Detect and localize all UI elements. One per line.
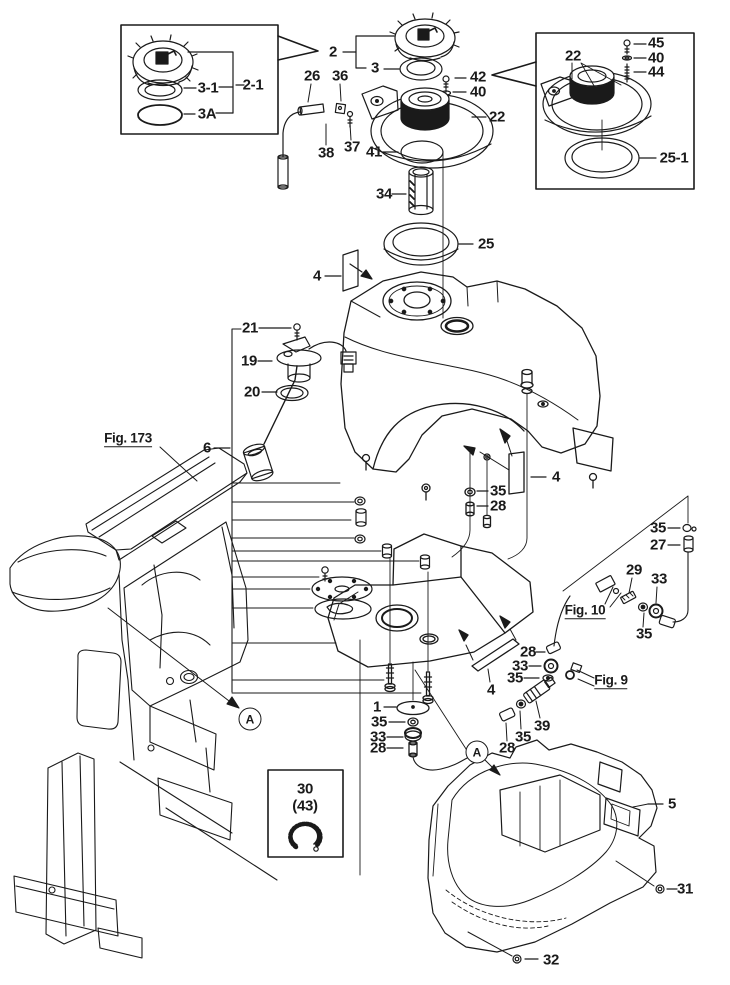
part-label-40b: 40 — [647, 49, 665, 67]
part-label-35: 35 — [489, 482, 507, 500]
part-label-35c: 35 — [635, 625, 653, 643]
part-label-22b: 22 — [564, 47, 582, 65]
fuel-valve-drawing — [499, 595, 583, 722]
part-label-33: 33 — [650, 570, 668, 588]
part-label-44: 44 — [647, 63, 665, 81]
part-label-27: 27 — [649, 536, 667, 554]
part-label-35b: 35 — [649, 519, 667, 537]
part-label-25-1: 25-1 — [659, 149, 689, 167]
part-label-20: 20 — [243, 383, 261, 401]
part-label-19: 19 — [240, 352, 258, 370]
part-label-2-1: 2-1 — [242, 76, 264, 94]
part-label-35f: 35 — [370, 713, 388, 731]
part-label-28d: 28 — [369, 739, 387, 757]
part-label-4: 4 — [312, 267, 322, 285]
filler-detail-drawing — [540, 39, 652, 179]
part-label-37: 37 — [343, 138, 361, 156]
part-label-3: 3 — [370, 59, 380, 77]
part-label-28b: 28 — [519, 643, 537, 661]
fuel-sender-drawing — [231, 323, 431, 694]
figure-ref-9: Fig. 9 — [594, 672, 628, 689]
part-label-35d: 35 — [506, 669, 524, 687]
callout-boxes — [120, 24, 695, 858]
leader-lines — [159, 62, 658, 957]
part-label-40: 40 — [469, 83, 487, 101]
label-dashes — [183, 43, 681, 960]
part-label-33c: 33 — [369, 728, 387, 746]
detail-circle-a-right: A — [465, 740, 489, 764]
part-label-4c: 4 — [486, 681, 496, 699]
part-label-31: 31 — [676, 880, 694, 898]
part-label-21: 21 — [241, 319, 259, 337]
part-label-4b: 4 — [551, 468, 561, 486]
part-label-5: 5 — [667, 795, 677, 813]
part-label-33b: 33 — [511, 657, 529, 675]
detail-circle-a-left: A — [238, 707, 262, 731]
part-label-29: 29 — [625, 561, 643, 579]
machine-frame-drawing — [9, 447, 278, 959]
sub-tank-drawing — [327, 533, 534, 876]
part-label-25: 25 — [477, 235, 495, 253]
part-label-28c: 28 — [498, 739, 516, 757]
part-label-41: 41 — [365, 143, 383, 161]
part-label-43: (43) — [292, 797, 318, 815]
part-label-42: 42 — [469, 68, 487, 86]
part-label-32: 32 — [542, 951, 560, 969]
cap-detail-drawing — [127, 34, 234, 126]
part-label-35e: 35 — [514, 728, 532, 746]
part-label-45: 45 — [647, 34, 665, 52]
lower-cover-drawing — [427, 739, 665, 964]
filler-group-drawing — [277, 12, 494, 319]
part-label-2: 2 — [328, 43, 338, 61]
part-label-26: 26 — [303, 67, 321, 85]
part-label-6: 6 — [202, 439, 212, 457]
part-label-28: 28 — [489, 497, 507, 515]
part-label-34: 34 — [375, 185, 393, 203]
part-label-1: 1 — [372, 698, 382, 716]
part-label-22: 22 — [488, 108, 506, 126]
part-label-36: 36 — [331, 67, 349, 85]
main-tank-drawing — [340, 271, 614, 560]
figure-ref-10: Fig. 10 — [564, 602, 606, 619]
clip-drawing — [288, 821, 323, 852]
figure-ref-173: Fig. 173 — [104, 430, 152, 447]
part-label-39: 39 — [533, 717, 551, 735]
part-label-38: 38 — [317, 144, 335, 162]
part-label-30: 30 — [296, 780, 314, 798]
fuel-line-drawing — [562, 495, 697, 629]
part-label-3-1: 3-1 — [197, 79, 219, 97]
part-label-3a: 3A — [197, 105, 217, 123]
